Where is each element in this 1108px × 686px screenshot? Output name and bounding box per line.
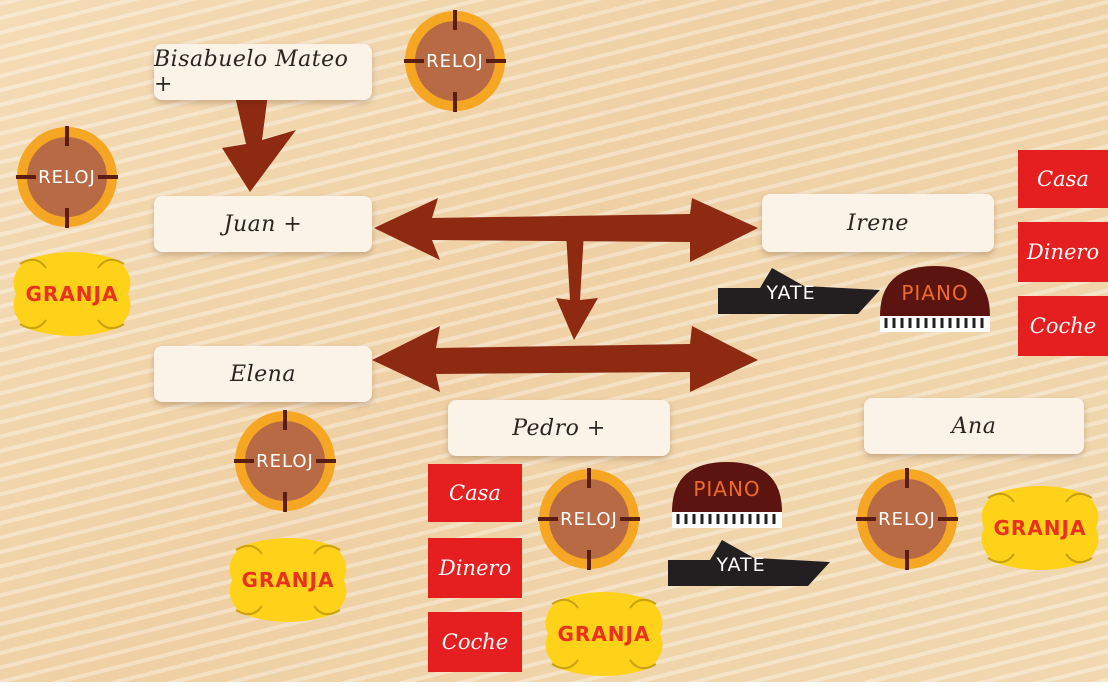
tag-casa-irene: Casa <box>1018 150 1108 208</box>
granja-label: GRANJA <box>25 282 119 306</box>
yate-icon-pedro: YATE <box>666 538 834 588</box>
yate-label: YATE <box>716 554 766 576</box>
person-card-ana: Ana <box>864 398 1084 454</box>
arrow-juan-irene <box>374 198 758 262</box>
reloj-label: RELOJ <box>426 50 484 72</box>
reloj-icon-ana: RELOJ <box>854 466 960 572</box>
reloj-icon-juan: RELOJ <box>14 124 120 230</box>
arrow-mateo-to-juan <box>222 94 296 192</box>
granja-label: GRANJA <box>241 568 335 592</box>
person-card-mateo: Bisabuelo Mateo + <box>154 44 372 100</box>
reloj-icon-elena: RELOJ <box>232 408 338 514</box>
person-card-pedro: Pedro + <box>448 400 670 456</box>
arrow-elena-siblings <box>372 326 758 392</box>
person-card-irene: Irene <box>762 194 994 252</box>
person-card-juan: Juan + <box>154 196 372 252</box>
reloj-label: RELOJ <box>560 508 618 530</box>
reloj-icon-mateo: RELOJ <box>402 8 508 114</box>
tag-coche-irene: Coche <box>1018 296 1108 356</box>
piano-label: PIANO <box>901 281 969 305</box>
tag-dinero-irene: Dinero <box>1018 222 1108 282</box>
tag-casa-pedro: Casa <box>428 464 522 522</box>
piano-label: PIANO <box>693 477 761 501</box>
person-card-elena: Elena <box>154 346 372 402</box>
tag-dinero-pedro: Dinero <box>428 538 522 598</box>
reloj-icon-pedro: RELOJ <box>536 466 642 572</box>
piano-icon-pedro: PIANO <box>668 458 786 532</box>
granja-label: GRANJA <box>557 622 651 646</box>
granja-label: GRANJA <box>993 516 1087 540</box>
tag-coche-pedro: Coche <box>428 612 522 672</box>
granja-icon-juan: GRANJA <box>6 246 138 342</box>
yate-icon-irene: YATE <box>716 266 884 316</box>
granja-icon-elena: GRANJA <box>222 532 354 628</box>
reloj-label: RELOJ <box>38 166 96 188</box>
reloj-label: RELOJ <box>878 508 936 530</box>
granja-icon-pedro: GRANJA <box>538 586 670 682</box>
granja-icon-ana: GRANJA <box>974 480 1106 576</box>
yate-label: YATE <box>766 282 816 304</box>
arrow-couple-to-children <box>556 232 598 340</box>
reloj-label: RELOJ <box>256 450 314 472</box>
piano-icon-irene: PIANO <box>876 262 994 336</box>
